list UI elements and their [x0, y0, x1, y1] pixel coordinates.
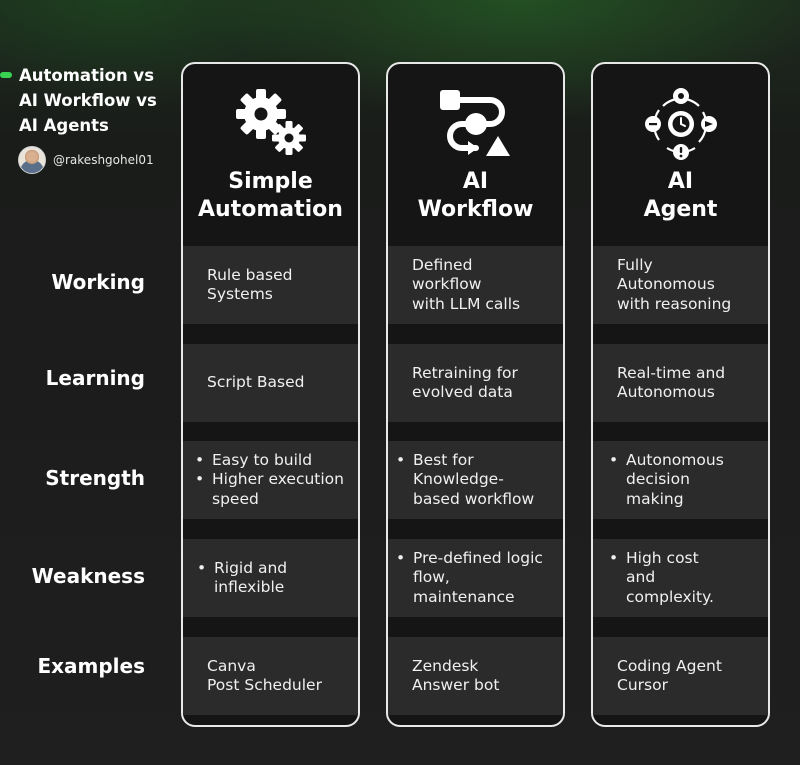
list-item: Easy to build: [195, 451, 344, 471]
cell-working: Defined workflow with LLM calls: [388, 246, 563, 324]
row-label-strength: Strength: [45, 466, 145, 490]
accent-bar: [0, 72, 12, 78]
column-title: AI Workflow: [417, 169, 534, 222]
row-label-weakness: Weakness: [31, 564, 145, 588]
cell-strength: Easy to build Higher execution speed: [183, 441, 358, 519]
page-title-line-3: AI Agents: [19, 116, 109, 135]
column-title: AI Agent: [643, 169, 718, 222]
cell-learning: Script Based: [183, 344, 358, 422]
row-label-learning: Learning: [45, 366, 145, 390]
cell-learning: Retraining for evolved data: [388, 344, 563, 422]
list-item: High cost and complexity.: [609, 549, 714, 608]
cell-examples: Canva Post Scheduler: [183, 637, 358, 715]
list-item: Rigid and inflexible: [197, 559, 287, 598]
cell-working: Fully Autonomous with reasoning: [593, 246, 768, 324]
author-handle: @rakeshgohel01: [53, 153, 154, 167]
cell-strength: Best for Knowledge- based workflow: [388, 441, 563, 519]
cell-examples: Zendesk Answer bot: [388, 637, 563, 715]
cell-weakness: Rigid and inflexible: [183, 539, 358, 617]
cell-learning: Real-time and Autonomous: [593, 344, 768, 422]
column-header: Simple Automation: [183, 64, 358, 244]
column-ai-agent: AI Agent Fully Autonomous with reasoning…: [591, 62, 770, 727]
column-ai-workflow: AI Workflow Defined workflow with LLM ca…: [386, 62, 565, 727]
gears-icon: [235, 89, 306, 155]
row-label-working: Working: [51, 270, 145, 294]
column-header: AI Workflow: [388, 64, 563, 244]
cell-working: Rule based Systems: [183, 246, 358, 324]
column-title: Simple Automation: [198, 169, 343, 222]
author[interactable]: @rakeshgohel01: [18, 146, 154, 174]
list-item: Higher execution speed: [195, 470, 344, 509]
avatar: [18, 146, 46, 174]
list-item: Autonomous decision making: [609, 451, 724, 510]
cell-weakness: Pre-defined logic flow, maintenance: [388, 539, 563, 617]
list-item: Pre-defined logic flow, maintenance: [396, 549, 543, 608]
row-label-examples: Examples: [37, 654, 145, 678]
page-title-line-1: Automation vs: [19, 66, 155, 85]
column-simple-automation: Simple Automation Rule based Systems Scr…: [181, 62, 360, 727]
page-title-line-2: AI Workflow vs: [19, 91, 157, 110]
cell-examples: Coding Agent Cursor: [593, 637, 768, 715]
cell-strength: Autonomous decision making: [593, 441, 768, 519]
cell-weakness: High cost and complexity.: [593, 539, 768, 617]
workflow-icon: [439, 90, 510, 156]
list-item: Best for Knowledge- based workflow: [396, 451, 534, 510]
column-header: AI Agent: [593, 64, 768, 244]
agent-cycle-icon: [644, 88, 717, 160]
